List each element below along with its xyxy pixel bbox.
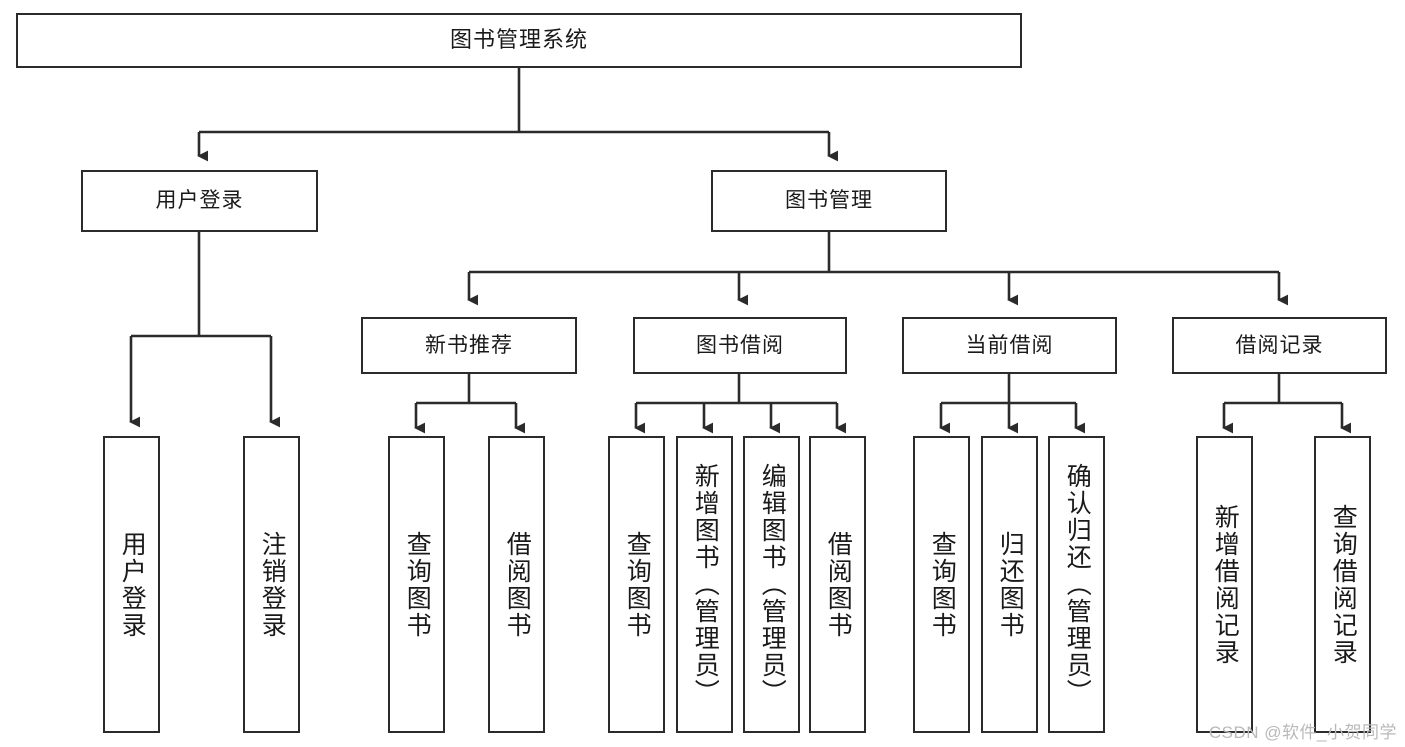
node-borrow-records-label: 借阅记录 [1235,333,1324,357]
leaf-borrow-book-recommend[interactable]: 借阅图书 [488,436,545,733]
leaf-borrow-book[interactable]: 借阅图书 [809,436,866,733]
leaf-return-book[interactable]: 归还图书 [981,436,1038,733]
leaf-borrow-book-recommend-label: 借阅图书 [503,530,532,639]
leaf-query-book-recommend-label: 查询图书 [403,530,432,639]
node-book-borrow-label: 图书借阅 [696,333,784,357]
leaf-logout-label: 注销登录 [258,530,287,639]
leaf-add-book-admin[interactable]: 新增图书（管理员） [676,436,733,733]
node-new-book-recommend-label: 新书推荐 [425,333,513,357]
leaf-confirm-return-admin-label: 确认归还（管理员） [1063,463,1092,706]
leaf-edit-book-admin-label: 编辑图书（管理员） [758,463,787,706]
leaf-query-book-current[interactable]: 查询图书 [913,436,970,733]
leaf-query-borrow-record[interactable]: 查询借阅记录 [1314,436,1371,733]
leaf-query-book-borrow-label: 查询图书 [623,530,652,639]
node-book-management[interactable]: 图书管理 [711,170,947,232]
leaf-query-book-borrow[interactable]: 查询图书 [608,436,665,733]
leaf-query-book-current-label: 查询图书 [928,530,957,639]
node-new-book-recommend[interactable]: 新书推荐 [361,317,577,374]
leaf-borrow-book-label: 借阅图书 [824,530,853,639]
watermark-text: CSDN @软件_小贺同学 [1208,723,1397,742]
node-book-management-label: 图书管理 [785,189,873,213]
node-book-borrow[interactable]: 图书借阅 [633,317,847,374]
leaf-user-login[interactable]: 用户登录 [103,436,160,733]
leaf-add-borrow-record-label: 新增借阅记录 [1211,503,1240,666]
node-user-login-label: 用户登录 [155,189,244,213]
node-current-borrow[interactable]: 当前借阅 [902,317,1117,374]
leaf-return-book-label: 归还图书 [996,530,1025,639]
node-user-login[interactable]: 用户登录 [81,170,318,232]
leaf-add-book-admin-label: 新增图书（管理员） [691,463,720,706]
leaf-user-login-label: 用户登录 [118,530,147,639]
node-root[interactable]: 图书管理系统 [16,13,1022,68]
leaf-confirm-return-admin[interactable]: 确认归还（管理员） [1048,436,1105,733]
leaf-query-borrow-record-label: 查询借阅记录 [1329,503,1358,666]
node-current-borrow-label: 当前借阅 [965,333,1054,357]
node-borrow-records[interactable]: 借阅记录 [1172,317,1387,374]
leaf-add-borrow-record[interactable]: 新增借阅记录 [1196,436,1253,733]
node-root-label: 图书管理系统 [449,27,588,53]
leaf-edit-book-admin[interactable]: 编辑图书（管理员） [743,436,800,733]
leaf-logout[interactable]: 注销登录 [243,436,300,733]
leaf-query-book-recommend[interactable]: 查询图书 [388,436,445,733]
